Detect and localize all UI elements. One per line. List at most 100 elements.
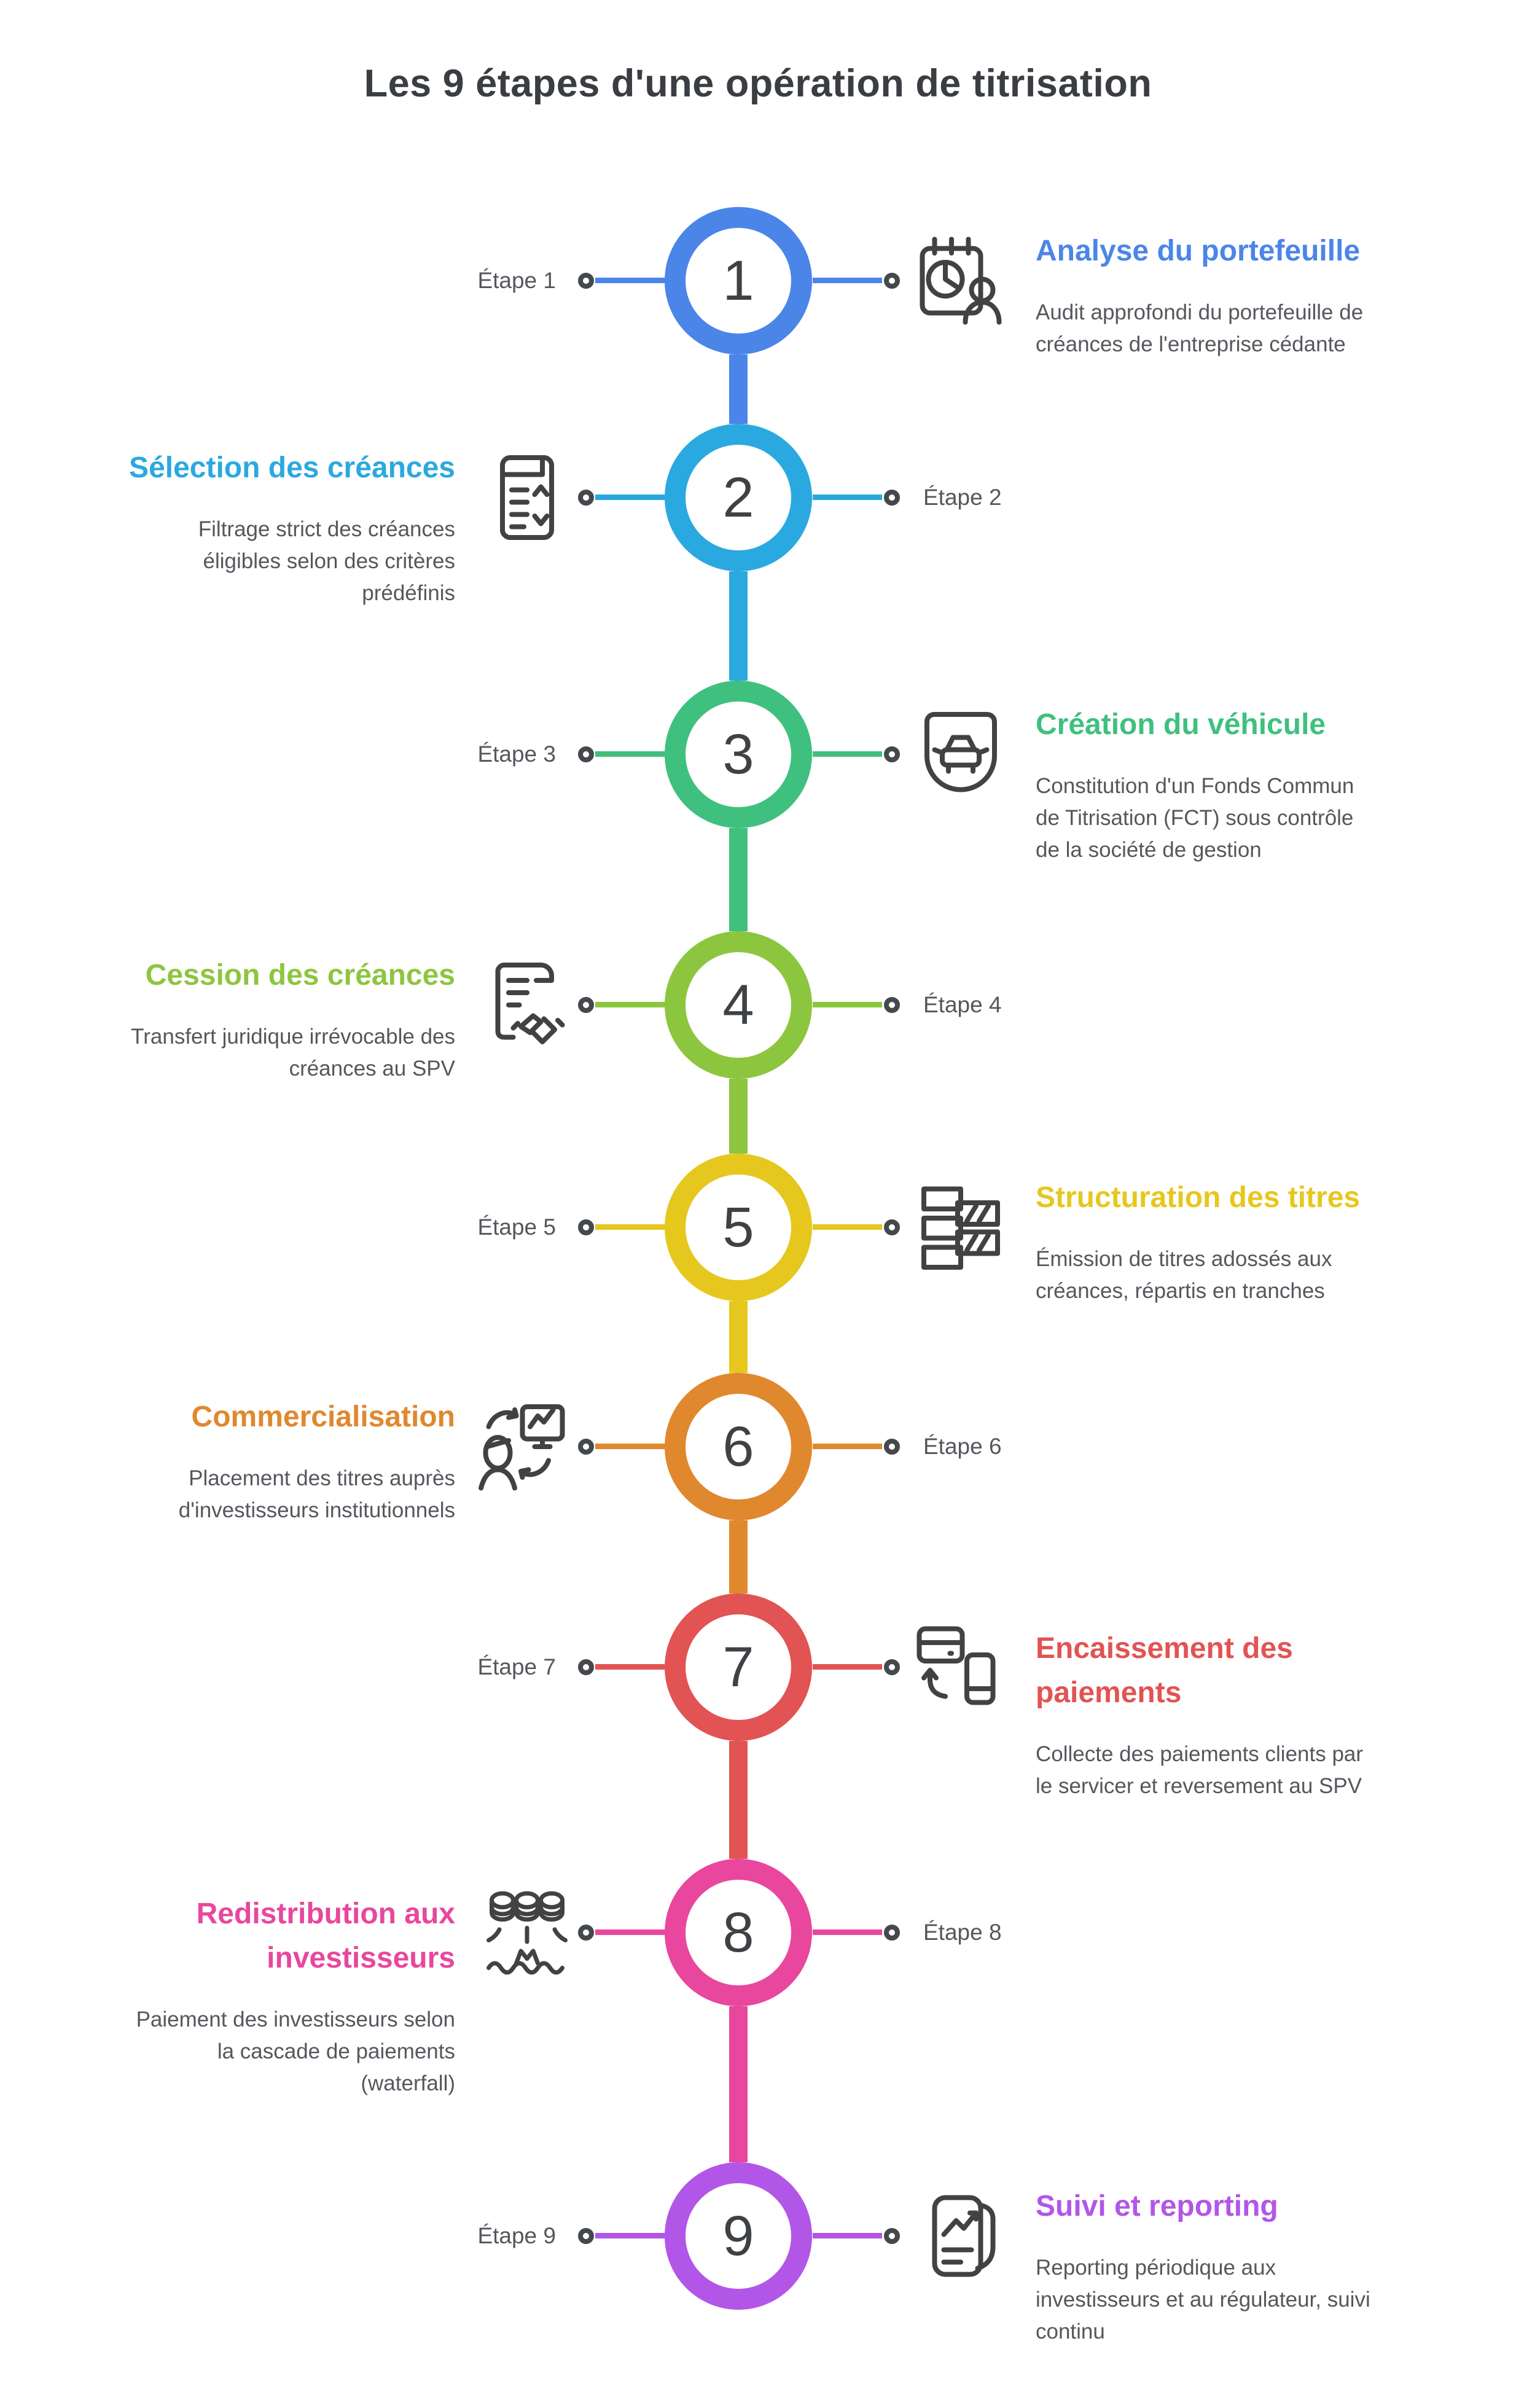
step-title: Sélection des créances <box>129 452 455 484</box>
step-number: 4 <box>722 973 754 1036</box>
vehicle-icon <box>912 705 1010 803</box>
connector-line <box>595 1002 665 1007</box>
coins-waterfall-icon <box>478 1883 576 1982</box>
step-circle: 5 <box>665 1154 812 1301</box>
connector-line <box>595 495 665 500</box>
step-number: 2 <box>722 466 754 529</box>
connector-line <box>595 1664 665 1670</box>
step-label: Étape 9 <box>477 2223 556 2248</box>
connector-dot <box>884 1659 900 1675</box>
step-circle: 1 <box>665 207 812 354</box>
connector-dot <box>884 746 900 762</box>
step-text: Encaissement des paiements Collecte des … <box>1036 1627 1490 1802</box>
step-title: Analyse du portefeuille <box>1036 235 1361 267</box>
connector-dot <box>578 997 594 1013</box>
step-title: Cession des créances <box>145 959 455 991</box>
step-text: Suivi et reporting Reporting périodique … <box>1036 2184 1490 2348</box>
page-title: Les 9 étapes d'une opération de titrisat… <box>364 62 1152 105</box>
sort-list-icon <box>478 448 576 547</box>
step-description: Émission de titres adossés aux créances,… <box>1036 1247 1332 1303</box>
step-title: Création du véhicule <box>1036 708 1326 741</box>
presentation-icon <box>478 1398 576 1496</box>
step-circle: 9 <box>665 2162 812 2310</box>
connector-line <box>813 2233 882 2238</box>
step-label: Étape 7 <box>477 1654 556 1679</box>
step-label: Étape 2 <box>923 485 1002 510</box>
connector-dot <box>884 1219 900 1235</box>
step-number: 7 <box>722 1635 754 1698</box>
connector-dot <box>578 1439 594 1455</box>
step-text: Création du véhicule Constitution d'un F… <box>1036 703 1490 866</box>
connector-dot <box>578 273 594 289</box>
step-number: 6 <box>722 1415 754 1478</box>
connector-dot <box>578 490 594 506</box>
step-circle: 7 <box>665 1593 812 1741</box>
connector-dot <box>884 997 900 1013</box>
step-label: Étape 5 <box>477 1214 556 1240</box>
step-circle: 3 <box>665 681 812 828</box>
timeline-connector <box>729 828 748 931</box>
step-number: 8 <box>722 1901 754 1964</box>
step-number: 3 <box>722 722 754 786</box>
step-label: Étape 8 <box>923 1920 1002 1945</box>
timeline-connector <box>729 1520 748 1593</box>
connector-line <box>813 1929 882 1935</box>
connector-dot <box>578 1925 594 1941</box>
connector-dot <box>884 1439 900 1455</box>
step-circle: 4 <box>665 931 812 1079</box>
step-text: Sélection des créances Filtrage strict d… <box>13 446 455 609</box>
step-description: Constitution d'un Fonds Commun de Titris… <box>1036 774 1354 862</box>
report-icon <box>912 2187 1010 2285</box>
step-label: Étape 3 <box>477 741 556 767</box>
step-title: Suivi et reporting <box>1036 2190 1278 2222</box>
connector-dot <box>884 273 900 289</box>
step-title: Redistribution aux investisseurs <box>196 1898 455 1974</box>
step-text: Redistribution aux investisseurs Paiemen… <box>13 1892 455 2100</box>
connector-line <box>595 1929 665 1935</box>
step-text: Commercialisation Placement des titres a… <box>13 1395 455 1526</box>
step-text: Structuration des titres Émission de tit… <box>1036 1176 1490 1307</box>
step-number: 5 <box>722 1195 754 1259</box>
connector-line <box>595 2233 665 2238</box>
connector-dot <box>578 1219 594 1235</box>
connector-dot <box>578 1659 594 1675</box>
step-label: Étape 4 <box>923 992 1002 1017</box>
connector-line <box>595 751 665 757</box>
connector-line <box>813 751 882 757</box>
connector-line <box>813 1444 882 1449</box>
connector-line <box>595 1224 665 1230</box>
timeline-connector <box>729 1301 748 1373</box>
connector-line <box>813 1002 882 1007</box>
timeline-connector <box>729 354 748 424</box>
step-title: Encaissement des paiements <box>1036 1632 1293 1709</box>
step-number: 1 <box>722 249 754 312</box>
timeline-connector <box>729 1079 748 1154</box>
step-description: Reporting périodique aux investisseurs e… <box>1036 2256 1370 2344</box>
step-title: Commercialisation <box>191 1401 455 1433</box>
step-description: Placement des titres auprès d'investisse… <box>178 1466 455 1522</box>
connector-dot <box>884 490 900 506</box>
step-description: Collecte des paiements clients par le se… <box>1036 1742 1364 1798</box>
connector-line <box>595 278 665 283</box>
step-text: Analyse du portefeuille Audit approfondi… <box>1036 229 1490 361</box>
step-text: Cession des créances Transfert juridique… <box>13 953 455 1085</box>
timeline-connector <box>729 1741 748 1859</box>
connector-dot <box>578 746 594 762</box>
step-description: Audit approfondi du portefeuille de créa… <box>1036 300 1364 356</box>
connector-line <box>813 1664 882 1670</box>
connector-line <box>813 278 882 283</box>
step-label: Étape 1 <box>477 268 556 293</box>
connector-line <box>813 495 882 500</box>
step-description: Filtrage strict des créances éligibles s… <box>198 517 455 605</box>
connector-line <box>813 1224 882 1230</box>
step-circle: 8 <box>665 1859 812 2006</box>
step-label: Étape 6 <box>923 1434 1002 1459</box>
payment-icon <box>912 1618 1010 1716</box>
connector-dot <box>578 2228 594 2244</box>
connector-line <box>595 1444 665 1449</box>
connector-dot <box>884 1925 900 1941</box>
step-circle: 2 <box>665 424 812 571</box>
timeline-connector <box>729 2006 748 2162</box>
contract-handshake-icon <box>478 956 576 1054</box>
